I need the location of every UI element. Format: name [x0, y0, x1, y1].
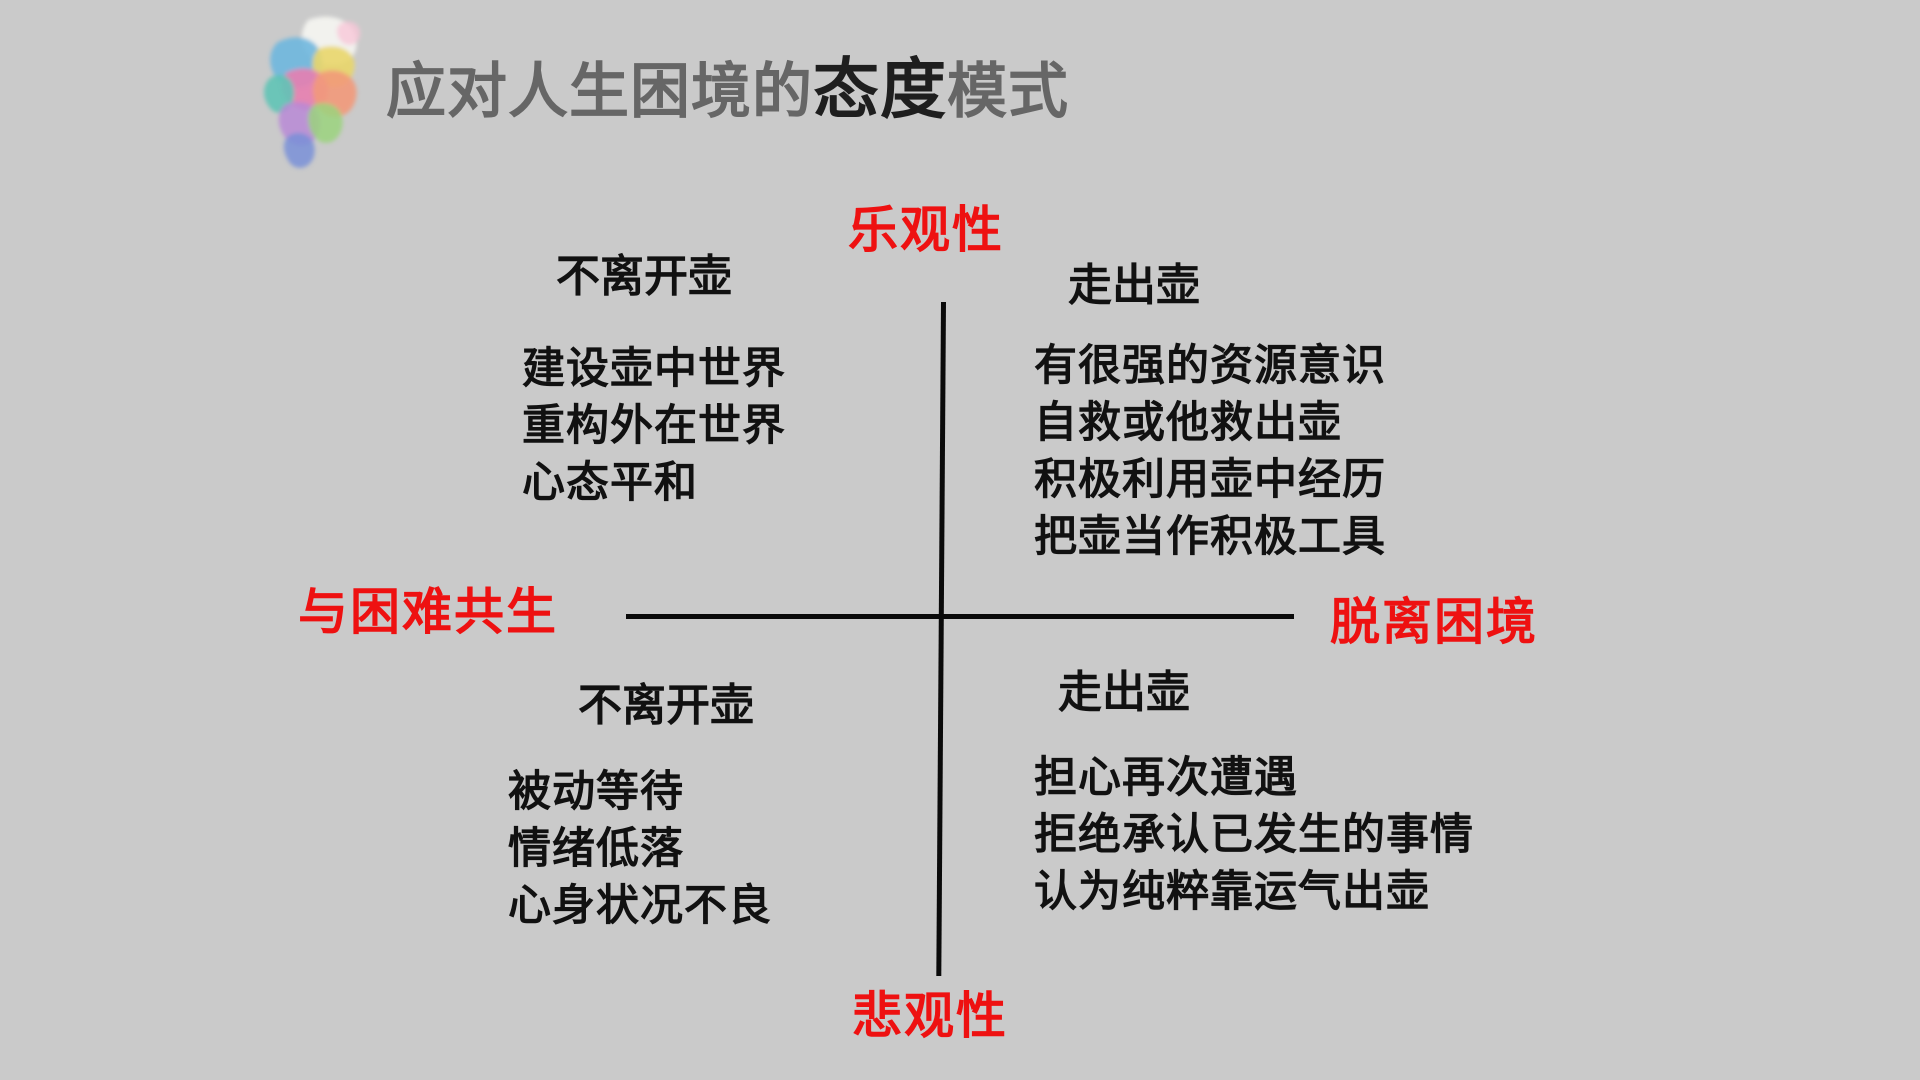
list-item: 把壶当作积极工具	[1034, 512, 1386, 562]
list-item: 心态平和	[522, 458, 698, 508]
quadrant-top-right-list: 有很强的资源意识 自救或他救出壶 积极利用壶中经历 把壶当作积极工具	[1034, 338, 1386, 566]
axis-label-right: 脱离困境	[1330, 593, 1538, 651]
title-emphasis: 态度	[813, 51, 947, 128]
horizontal-axis	[626, 614, 1294, 619]
list-item: 心身状况不良	[508, 881, 772, 931]
list-item: 自救或他救出壶	[1034, 398, 1342, 448]
title-suffix: 模式	[947, 57, 1069, 127]
quadrant-bottom-right-list: 担心再次遭遇 拒绝承认已发生的事情 认为纯粹靠运气出壶	[1034, 750, 1474, 921]
quadrant-top-right-heading: 走出壶	[1068, 260, 1200, 311]
list-item: 重构外在世界	[522, 401, 786, 451]
axis-label-bottom: 悲观性	[852, 987, 1008, 1045]
quadrant-bottom-right-heading: 走出壶	[1058, 667, 1190, 718]
list-item: 积极利用壶中经历	[1034, 455, 1386, 505]
page-title: 应对人生困境的态度模式	[386, 52, 1069, 130]
title-prefix: 应对人生困境的	[386, 57, 813, 127]
vertical-axis	[936, 301, 946, 977]
list-item: 有很强的资源意识	[1034, 341, 1386, 391]
quadrant-top-left-list: 建设壶中世界 重构外在世界 心态平和	[522, 341, 786, 512]
list-item: 建设壶中世界	[522, 344, 786, 394]
quadrant-bottom-left-heading: 不离开壶	[578, 680, 754, 731]
watercolor-logo	[264, 16, 361, 168]
list-item: 认为纯粹靠运气出壶	[1034, 867, 1430, 917]
axis-label-top: 乐观性	[848, 201, 1004, 259]
list-item: 被动等待	[508, 767, 684, 817]
quadrant-top-left-heading: 不离开壶	[556, 251, 732, 302]
quadrant-bottom-left-list: 被动等待 情绪低落 心身状况不良	[508, 764, 772, 935]
list-item: 担心再次遭遇	[1034, 753, 1298, 803]
list-item: 情绪低落	[508, 824, 684, 874]
list-item: 拒绝承认已发生的事情	[1034, 810, 1474, 860]
axis-label-left: 与困难共生	[298, 583, 558, 641]
